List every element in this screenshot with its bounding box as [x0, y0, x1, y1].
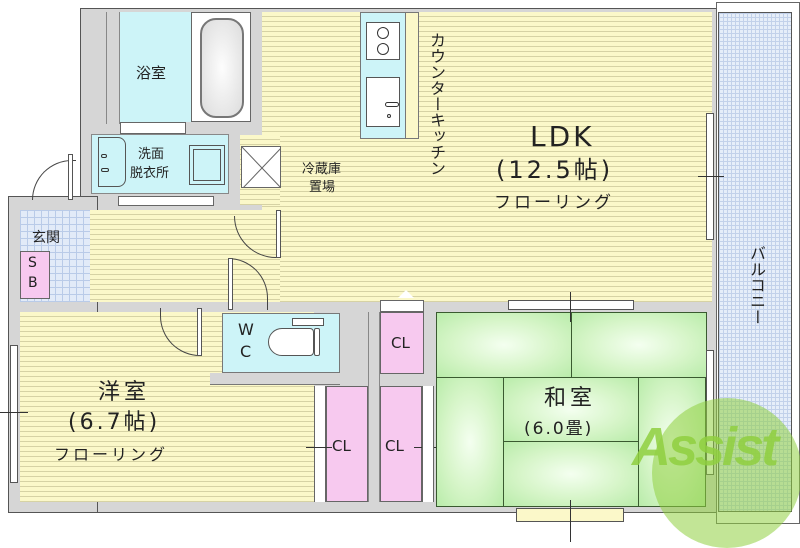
wc-wall: [210, 373, 340, 385]
western-label: 洋室: [98, 380, 151, 405]
bath-wall-inner: [92, 12, 120, 124]
washroom-label-1: 洗面: [138, 147, 165, 162]
japanese-room-label: 和室: [544, 386, 597, 411]
tatami-4: [503, 377, 639, 442]
fridge-space-icon: [241, 146, 281, 188]
watermark-text: Assist: [632, 417, 779, 477]
western-door-leaf: [197, 308, 202, 356]
closet-2-sliding-frame: [422, 386, 434, 502]
sliding-door-mark: [570, 292, 571, 322]
closet-2-label: CL: [385, 437, 404, 455]
ldk-floor-type: フローリング: [494, 193, 614, 213]
bath-label: 浴室: [136, 64, 167, 82]
bath-door: [120, 122, 186, 134]
ldk-floor: [262, 12, 712, 302]
shoebox-label-1: S: [28, 255, 37, 271]
closet-sliding-frame-1: [314, 386, 326, 502]
closet-divider: [368, 312, 380, 502]
kitchen-counter-bar: [405, 12, 419, 139]
ldk-label: LDK: [530, 120, 595, 153]
closet-3-door: [380, 300, 424, 312]
entrance-label: 玄関: [32, 230, 60, 246]
washing-machine-icon: [189, 145, 225, 185]
bathtub: [191, 12, 251, 122]
washbasin-icon: [98, 137, 126, 187]
closet-3-label: CL: [391, 334, 410, 352]
western-size: (6.7帖): [68, 410, 161, 435]
ldk-window-mark: [698, 176, 724, 177]
japanese-window-mark: [570, 500, 571, 542]
bath-room: [120, 12, 192, 122]
shoebox-label-2: B: [28, 275, 38, 291]
japanese-room-size: (6.0畳): [524, 419, 594, 439]
tatami-2: [571, 312, 707, 378]
tatami-1: [436, 312, 572, 378]
washroom-label-2: 脱衣所: [130, 166, 170, 181]
western-window-west: [10, 345, 18, 483]
sink-icon: [366, 77, 400, 127]
tatami-5: [503, 441, 639, 507]
closet-3: [380, 312, 424, 374]
washroom-door: [118, 196, 214, 206]
closet-3-door-mark: [398, 290, 414, 298]
balcony-label: バルコニー: [747, 245, 766, 325]
wc-label-2b: C: [240, 342, 252, 361]
western-floor-type: フローリング: [54, 445, 169, 464]
ldk-size: (12.5帖): [496, 156, 614, 184]
watermark-logo: Assist: [632, 388, 800, 548]
closet-1: [326, 386, 368, 502]
closet-2: [380, 386, 422, 502]
western-window-mark: [0, 412, 28, 413]
stove-icon: [366, 22, 400, 60]
tatami-3: [436, 377, 504, 507]
closet-1-label: CL: [332, 437, 351, 455]
wc-label-1b: W: [238, 320, 254, 339]
wc-door-leaf: [228, 258, 233, 310]
entrance-door-leaf: [68, 154, 73, 200]
fridge-label-2: 置場: [309, 180, 336, 195]
fridge-label-1: 冷蔵庫: [302, 162, 342, 177]
toilet-icon-2: [268, 318, 324, 358]
kitchen-label: カウンターキッチン: [427, 32, 446, 176]
ldk-japanese-sliding-door: [508, 300, 634, 310]
closet-1-mark: [306, 447, 332, 448]
shoebox: [20, 251, 50, 299]
ldk-door-leaf: [276, 210, 281, 258]
